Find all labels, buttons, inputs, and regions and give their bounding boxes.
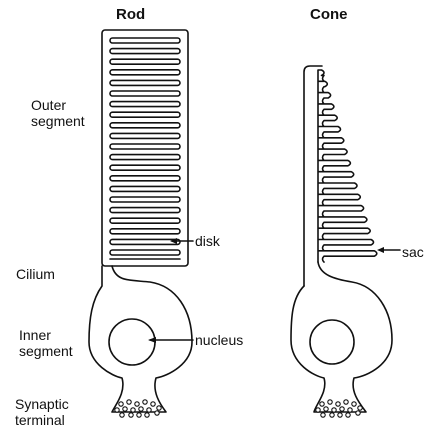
cilium-label: Cilium [16,266,55,282]
rod-disk [110,155,180,160]
rod-disk [110,218,180,223]
rod-disk [110,91,180,96]
rod-disk [110,38,180,43]
synaptic-vesicle [119,402,123,406]
synaptic-vesicle [127,400,131,404]
synaptic-vesicle [352,402,356,406]
rod-cell [89,30,192,417]
synaptic-vesicle [135,402,139,406]
cone-outer-segment [318,70,377,262]
synaptic-vesicle [139,407,143,411]
synaptic-vesicle [143,400,147,404]
synaptic-vesicle [338,413,342,417]
rod-disk [110,186,180,191]
synaptic-vesicle [348,408,352,412]
nucleus-pointer [148,337,193,343]
rod-disk [110,197,180,202]
synaptic-vesicle [123,407,127,411]
synaptic-vesicle [131,408,135,412]
cone-synaptic-vesicles [316,400,362,417]
synaptic-vesicle [320,402,324,406]
cone-cell [291,66,392,417]
synaptic-vesicle [340,407,344,411]
synaptic-vesicle [328,400,332,404]
rod-disk [110,208,180,213]
synaptic-terminal-label-line1: Synaptic [15,396,69,412]
rod-disk [110,133,180,138]
rod-outer-segment [102,30,188,266]
rod-synaptic-vesicles [115,400,161,417]
synaptic-vesicle [358,406,362,410]
outer-segment-label-line1: Outer [31,97,85,113]
synaptic-vesicle [324,407,328,411]
rod-disk [110,250,180,255]
rod-nucleus [109,319,155,365]
sac-label: sac [402,244,424,260]
synaptic-vesicle [157,406,161,410]
inner-segment-label-line1: Inner [19,327,73,343]
synaptic-vesicle [145,413,149,417]
cone-nucleus [310,320,354,364]
synaptic-vesicle [336,402,340,406]
cone-sac-stack [304,66,377,286]
rod-disk-stack [110,38,180,259]
synaptic-terminal-label: Synaptic terminal [15,396,69,428]
rod-disk [110,123,180,128]
rod-disk [110,229,180,234]
synaptic-vesicle [330,413,334,417]
rod-disk [110,102,180,107]
synaptic-vesicle [151,402,155,406]
synaptic-vesicle [356,411,360,415]
inner-segment-label-line2: segment [19,343,73,359]
nucleus-label: nucleus [195,332,243,348]
rod-disk [110,59,180,64]
synaptic-vesicle [115,408,119,412]
synaptic-vesicle [155,411,159,415]
synaptic-vesicle [120,413,124,417]
sac-pointer [377,247,400,253]
rod-disk [110,70,180,75]
synaptic-vesicle [316,408,320,412]
rod-disk [110,80,180,85]
rod-cilium-and-inner-segment [89,266,192,412]
cone-inner-segment [291,262,392,412]
rod-disk [110,165,180,170]
rod-disk [110,144,180,149]
outer-segment-label-line2: segment [31,113,85,129]
rod-title: Rod [116,7,145,23]
rod-disk [110,49,180,54]
synaptic-vesicle [321,413,325,417]
inner-segment-label: Inner segment [19,327,73,359]
outer-segment-label: Outer segment [31,97,85,129]
disk-label: disk [195,233,220,249]
synaptic-vesicle [147,408,151,412]
synaptic-vesicle [332,408,336,412]
synaptic-vesicle [346,413,350,417]
synaptic-vesicle [129,413,133,417]
cone-outer-wall [304,66,322,286]
rod-disk [110,176,180,181]
cone-title: Cone [310,7,348,23]
synaptic-vesicle [344,400,348,404]
synaptic-vesicle [137,413,141,417]
rod-disk [110,239,180,244]
rod-disk [110,112,180,117]
synaptic-terminal-label-line2: terminal [15,412,69,428]
